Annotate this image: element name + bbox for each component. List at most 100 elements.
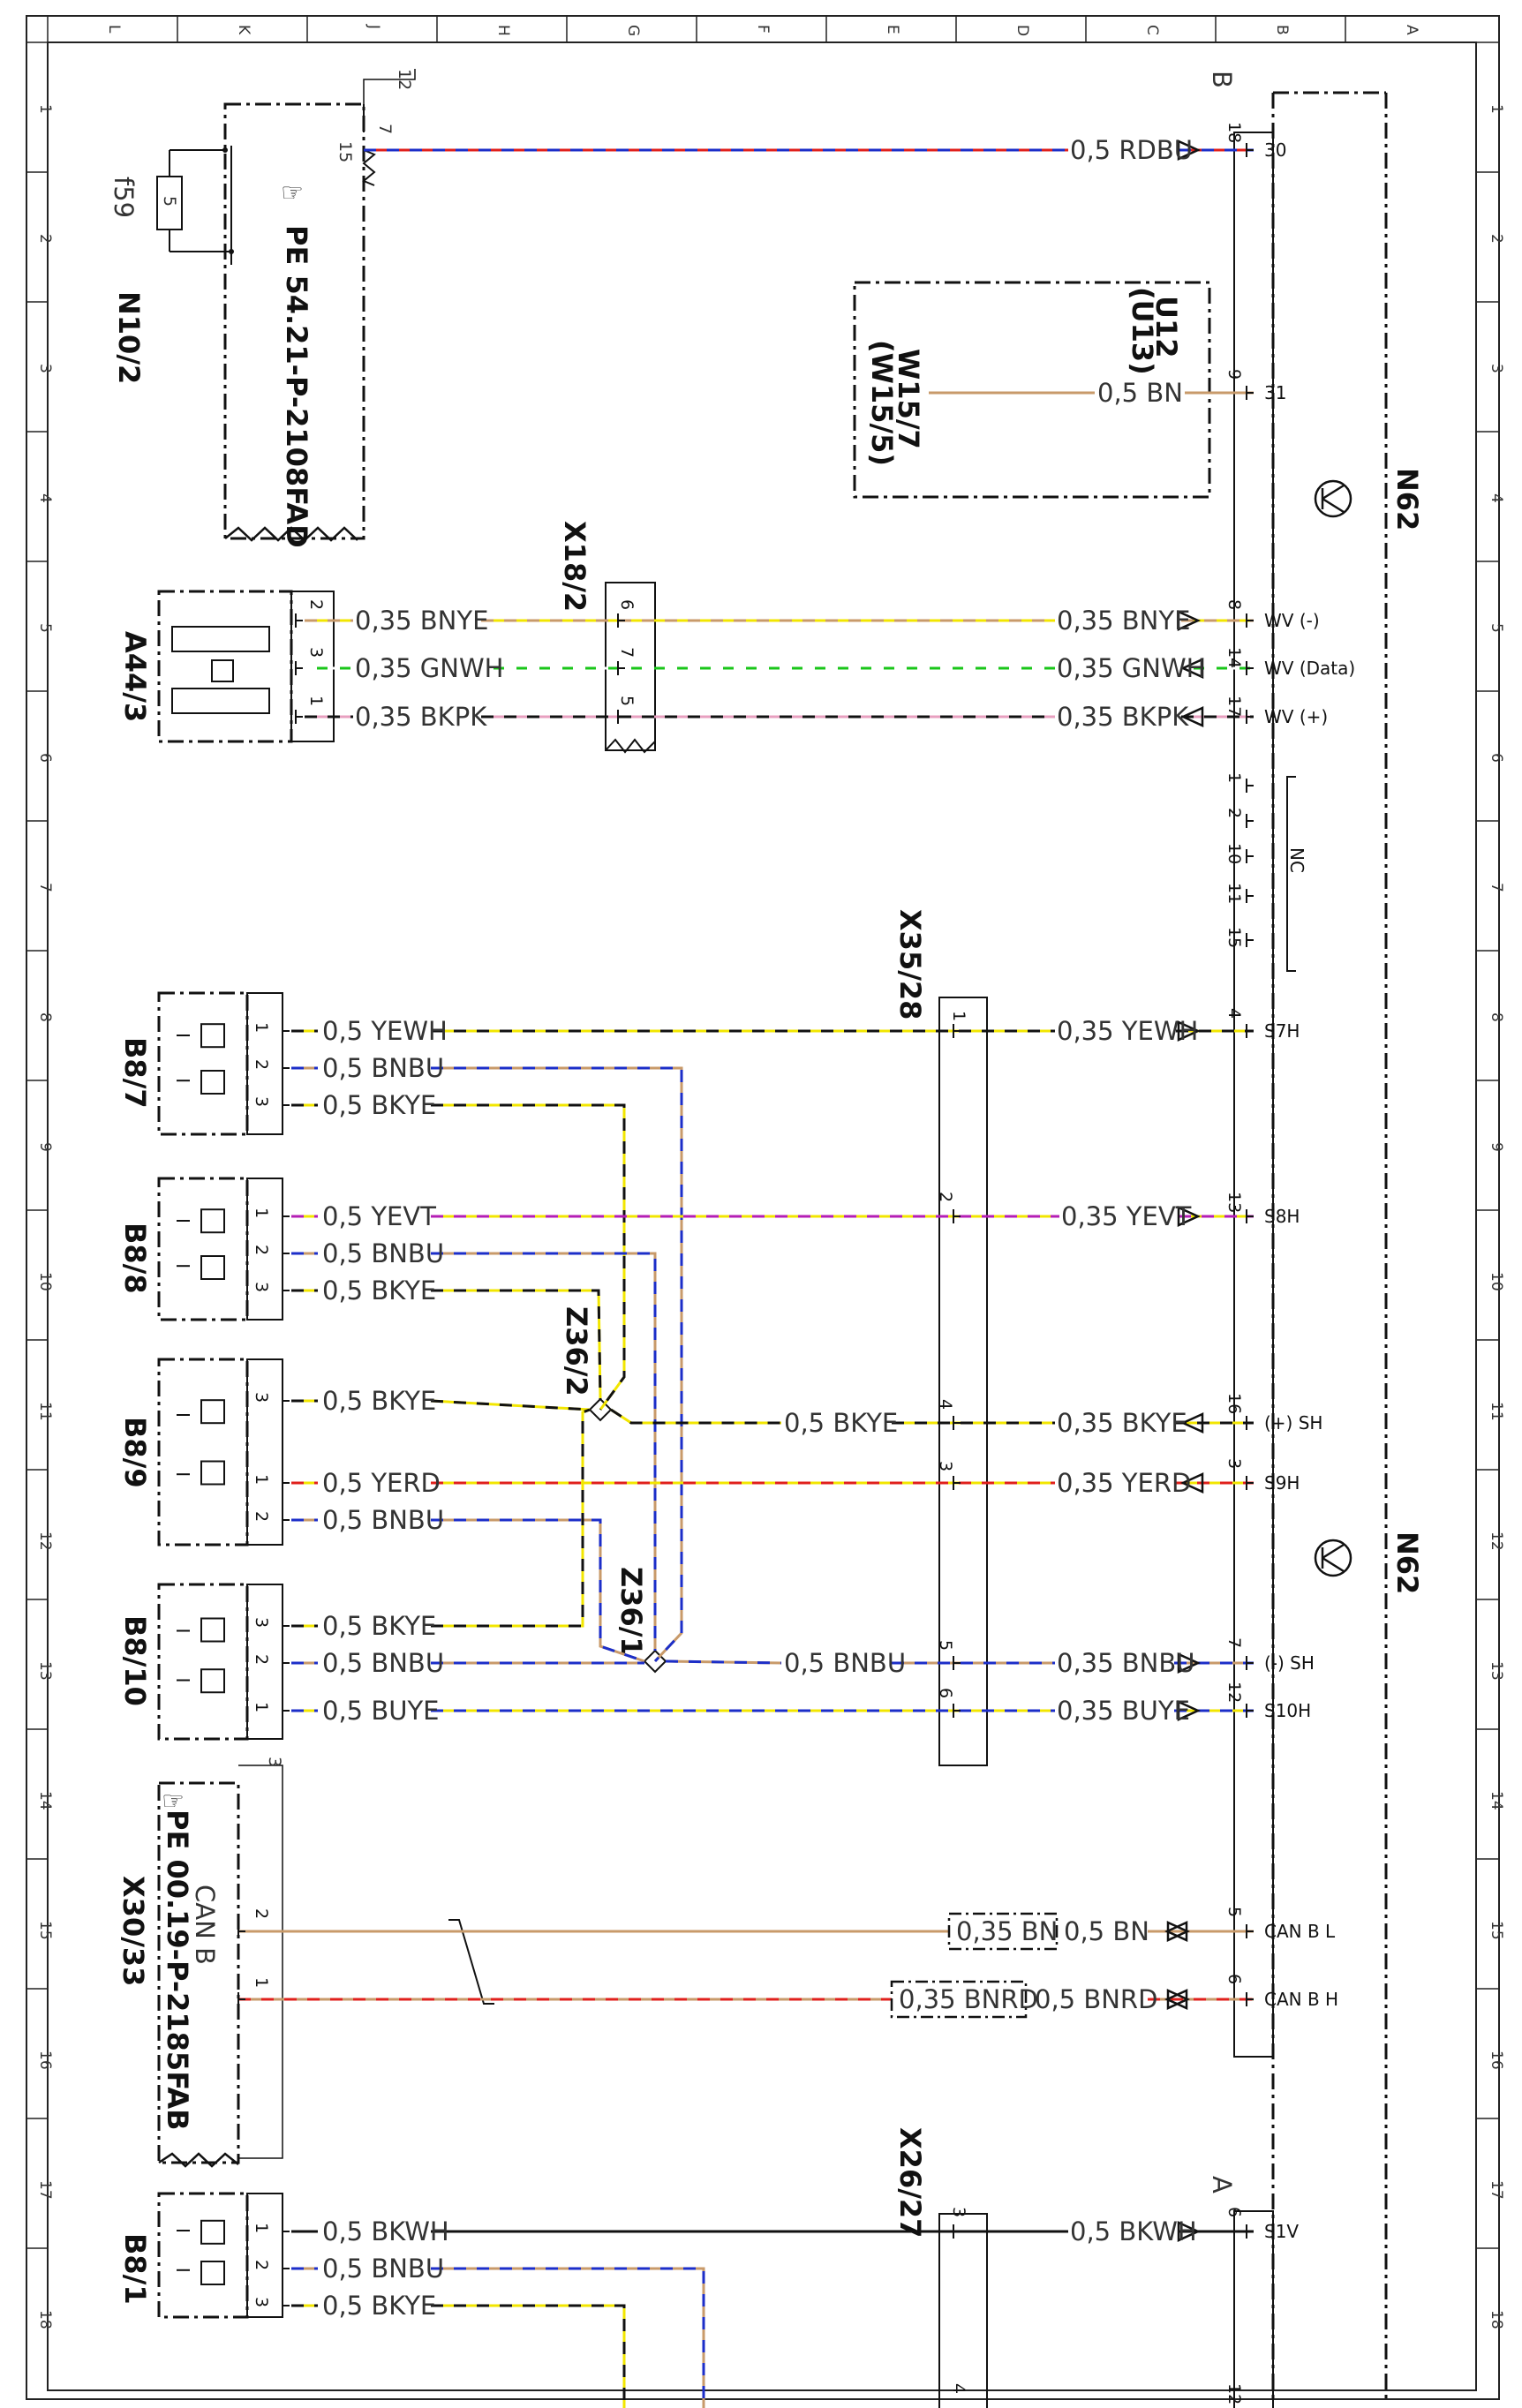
grid-row-label: 2 <box>1488 234 1505 244</box>
wire-label: 0,35 BNRD <box>899 1984 1038 2014</box>
x18-2-label: X18/2 <box>558 521 591 612</box>
outer-frame <box>26 15 1500 2400</box>
grid-row-label: 5 <box>36 623 54 633</box>
pin-number: 6 <box>617 599 637 610</box>
pin-number: 17 <box>1224 696 1244 717</box>
grid-row-label: 8 <box>36 1012 54 1022</box>
inner-frame <box>47 41 1477 2391</box>
wire-label: 0,35 BKPK <box>355 702 487 732</box>
pin-number: 2 <box>252 1654 271 1665</box>
grid-column-label: E <box>884 25 901 34</box>
signal-label: S9H <box>1264 1472 1300 1494</box>
grid-row-label: 2 <box>36 234 54 244</box>
svg-text:B: B <box>1207 71 1237 88</box>
pin-number: 14 <box>1224 647 1244 668</box>
wire-label: 0,35 BKPK <box>1057 702 1189 732</box>
arrow-left-icon <box>1179 1472 1204 1494</box>
pin-number: 1 <box>252 1208 271 1218</box>
pin-number: 3 <box>252 1617 271 1628</box>
wire <box>431 1103 626 1411</box>
f59-label: f59 <box>109 177 139 218</box>
grid-column-label: K <box>235 25 252 35</box>
wire-label: 0,5 BNBU <box>784 1648 906 1678</box>
x18-2-connector: X18/2 <box>558 521 656 754</box>
can-b-label: CAN B <box>190 1885 220 1965</box>
pin-number: 3 <box>252 1096 271 1107</box>
pin-number: 16 <box>1224 1393 1244 1414</box>
grid-row-label: 7 <box>1488 883 1505 892</box>
n10-2-break <box>224 526 358 542</box>
wire-label: 0,5 BNBU <box>322 2254 444 2284</box>
arrow-left-icon <box>1179 706 1204 727</box>
n62-label-top: N62 <box>1390 468 1424 531</box>
pin-number: 2 <box>252 2260 271 2270</box>
wire-stripe <box>430 1399 591 1411</box>
grid-row-label: 18 <box>36 2310 54 2329</box>
wire-stripe <box>431 2267 705 2408</box>
svg-text:A: A <box>1207 2176 1237 2194</box>
x30-33-outline <box>157 1781 240 2164</box>
signal-label: S8H <box>1264 1206 1300 1227</box>
grid-row-label: 3 <box>1488 364 1505 373</box>
pin-number: 2 <box>252 1245 271 1255</box>
pin-number: 2 <box>252 1059 271 1070</box>
wire-label: 0,5 BKYE <box>322 1275 436 1306</box>
wire <box>431 2267 705 2408</box>
hand-pointer-icon: ☞ <box>281 177 304 207</box>
pin-number: 3 <box>949 2207 968 2217</box>
grid-row-label: 13 <box>36 1661 54 1681</box>
signal-label: 31 <box>1264 382 1286 403</box>
wire-label: 0,35 BN <box>956 1916 1058 1946</box>
n62-label-bottom: N62 <box>1390 1531 1424 1594</box>
svg-text:(U13): (U13) <box>1126 287 1159 375</box>
wire-label: 0,5 BKYE <box>322 1090 436 1120</box>
signal-label: CAN B H <box>1264 1989 1338 2010</box>
pin-number: 2 <box>252 1511 271 1522</box>
pin-number: 6 <box>1224 1974 1244 1984</box>
n10-2-label: N10/2 <box>112 291 146 384</box>
signal-label: (+) SH <box>1264 1412 1322 1434</box>
wire-label: 0,5 YERD <box>322 1468 441 1498</box>
grid-row-label: 8 <box>1488 1012 1505 1022</box>
pin-number: 12 <box>1224 2383 1244 2404</box>
pin-number: 11 <box>1224 883 1244 904</box>
wire-label-box <box>947 1912 1059 1951</box>
wire-stripe <box>431 1103 626 1411</box>
n10-2-block: N10/2 f59 5 PE 54.21-P-2108FAD ☞ 12 15 7 <box>109 69 416 548</box>
grid-column-label: J <box>365 24 382 29</box>
x26-27-label: X26/27 <box>893 2127 927 2238</box>
pin-number: 4 <box>949 2383 968 2394</box>
wire-label: 0,5 BN <box>1097 378 1183 408</box>
wire-label: 0,35 BNYE <box>1057 606 1190 636</box>
wire-label: 0,35 YEVT <box>1061 1201 1192 1231</box>
wire-stripe <box>431 1289 602 1400</box>
pin-number: 2 <box>252 1908 271 1919</box>
svg-text:U12: U12 <box>1149 296 1183 358</box>
grid-row-label: 16 <box>1488 2051 1505 2070</box>
grid-row-label: 5 <box>1488 623 1505 633</box>
wire-label: 0,5 BKYE <box>322 1386 436 1416</box>
grid-row-label: 14 <box>36 1791 54 1810</box>
pin-number: 1 <box>252 1022 271 1033</box>
transistor-icon <box>1314 479 1352 518</box>
grid-row-label: 6 <box>36 753 54 763</box>
wire-stripe <box>431 2304 626 2408</box>
pin-number: 8 <box>1224 599 1244 610</box>
arrow-right-icon <box>1177 1652 1202 1674</box>
wire <box>431 1518 645 1663</box>
grid-column-label: G <box>624 25 642 36</box>
wire-label: 0,35 GNWH <box>1057 653 1205 683</box>
sensor-label: B8/1 <box>118 2233 152 2305</box>
wire-label: 0,35 GNWH <box>355 653 503 683</box>
wire-label: 0,5 BN <box>1064 1916 1149 1946</box>
wire-label: 0,5 BNBU <box>322 1505 444 1535</box>
wire-stripe <box>431 1252 657 1651</box>
grid-row-label: 16 <box>36 2051 54 2070</box>
u12-block: U12 (U13) W15/7 (W15/5) <box>853 281 1211 499</box>
wire-label: 0,5 BKYE <box>322 2291 436 2321</box>
x26-27-body <box>938 2213 988 2408</box>
n10-2-outline <box>223 102 365 540</box>
grid-row-label: 10 <box>36 1272 54 1291</box>
n10-connector-break <box>362 149 376 186</box>
